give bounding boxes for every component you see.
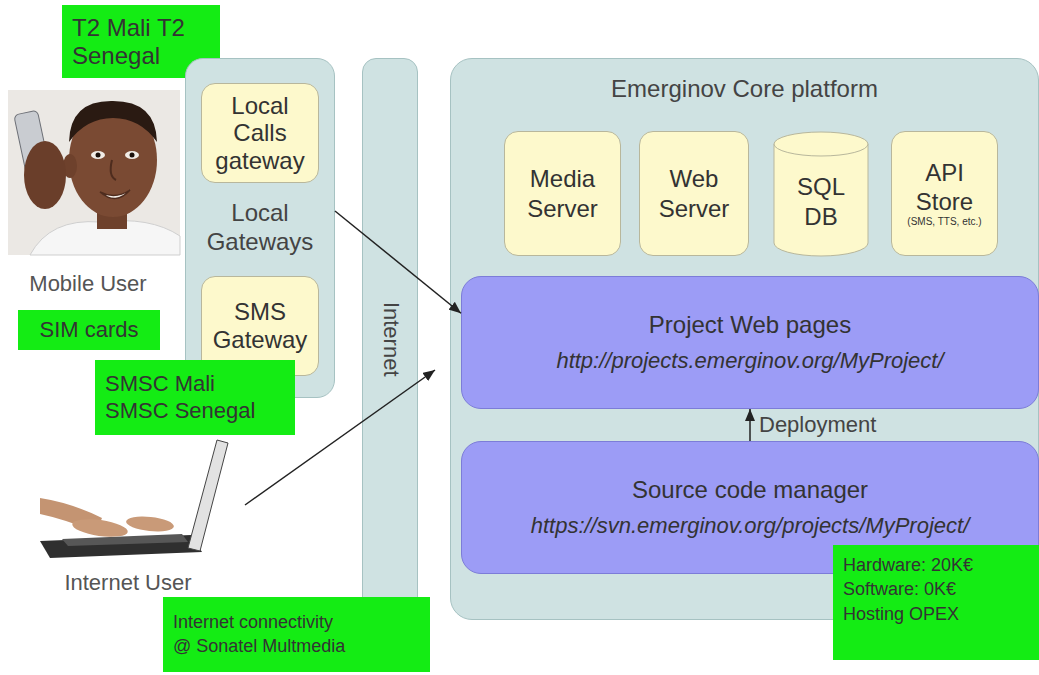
cylinder-top — [774, 132, 868, 156]
connector-arrow — [335, 211, 461, 313]
connector-arrow — [749, 409, 751, 441]
operator-note: SMSC Mali SMSC Senegal — [95, 360, 295, 435]
mouth — [100, 190, 130, 199]
operator-note: T2 Mali T2 Senegal — [62, 5, 220, 78]
pupil — [130, 153, 135, 158]
photo-ground — [8, 90, 180, 255]
node-text: API Store — [897, 159, 992, 217]
operator-note: SIM cards — [18, 310, 160, 350]
node-subtext: http://projects.emerginov.org/MyProject/ — [556, 348, 943, 374]
server-box: Web Server — [639, 131, 749, 256]
caption-label: Internet User — [18, 570, 238, 596]
node-subtext: (SMS, TTS, etc.) — [907, 216, 981, 228]
gateway-panel: Local Gateways Local Calls gatewaySMS Gat… — [185, 58, 335, 398]
node-text: SIM cards — [39, 317, 138, 343]
cylinder-body — [774, 144, 868, 256]
node-text: Internet connectivity @ Sonatel Multmedi… — [173, 611, 350, 658]
node-text: SMSC Mali SMSC Senegal — [105, 371, 270, 424]
edge-label-holder: Deployment — [759, 412, 876, 438]
server-box: Media Server — [504, 131, 621, 256]
node-text: Internet — [377, 302, 403, 377]
node-text: Project Web pages — [649, 311, 851, 340]
eye — [91, 151, 105, 159]
node-text: Local Calls gateway — [210, 92, 310, 175]
laptop-base — [40, 535, 202, 558]
node-subtext: https://svn.emerginov.org/projects/MyPro… — [531, 513, 970, 539]
mobile-user-photo — [8, 90, 180, 255]
label-holder: Internet User — [18, 570, 238, 596]
hand — [71, 516, 129, 540]
database-cylinder: SQL DB — [773, 131, 869, 256]
access-arrow — [245, 370, 435, 505]
eye — [125, 151, 139, 159]
node-text: Emerginov Core platform — [451, 75, 1038, 104]
node-text: Local Gateways — [186, 199, 334, 257]
gateway-box: Local Calls gateway — [201, 83, 319, 183]
label-holder: Mobile User — [0, 271, 198, 297]
node-text: Web Server — [648, 164, 740, 224]
node-text: Source code manager — [632, 476, 868, 505]
hand — [125, 515, 174, 534]
hair — [69, 101, 157, 142]
internet-band: Internet — [362, 58, 418, 620]
pupil — [96, 153, 101, 158]
platform-panel: Emerginov Core platformMedia Server Web S… — [450, 58, 1039, 620]
laptop-screen — [188, 440, 228, 551]
web-pages-box: Project Web pages http://projects.emergin… — [461, 276, 1039, 409]
api-store-box: API Store(SMS, TTS, etc.) — [891, 131, 998, 256]
keyboard — [62, 534, 188, 546]
node-text: T2 Mali T2 Senegal — [72, 14, 214, 69]
node-text: SMS Gateway — [210, 298, 310, 353]
caption-label: Mobile User — [0, 271, 198, 297]
cost-note: Hardware: 20K€ Software: 0K€ Hosting OPE… — [833, 545, 1039, 660]
operator-note: Internet connectivity @ Sonatel Multmedi… — [163, 597, 430, 672]
laptop-user-photo — [40, 440, 228, 558]
hand — [24, 141, 66, 209]
node-text: Media Server — [513, 164, 612, 224]
nose — [111, 160, 116, 180]
node-text: Hardware: 20K€ Software: 0K€ Hosting OPE… — [843, 553, 995, 626]
edge-label: Deployment — [759, 412, 876, 438]
node-text: SQL DB — [779, 172, 863, 232]
